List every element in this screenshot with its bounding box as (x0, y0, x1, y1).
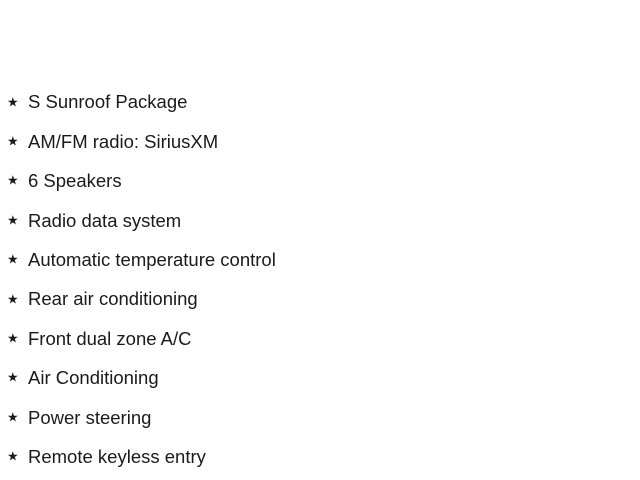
features-list: ★ S Sunroof Package ★ AM/FM radio: Siriu… (0, 83, 640, 477)
feature-label: Radio data system (28, 209, 182, 231)
list-item: ★ Remote keyless entry (0, 438, 640, 477)
feature-label: Remote keyless entry (28, 445, 206, 467)
star-icon: ★ (7, 291, 19, 307)
list-item: ★ AM/FM radio: SiriusXM (0, 122, 640, 161)
list-item: ★ Radio data system (0, 201, 640, 240)
list-item: ★ Power steering (0, 398, 640, 437)
feature-label: 6 Speakers (28, 170, 122, 192)
list-item: ★ S Sunroof Package (0, 83, 640, 122)
star-icon: ★ (7, 330, 19, 346)
list-item: ★ Rear air conditioning (0, 280, 640, 319)
star-icon: ★ (7, 172, 19, 188)
list-item: ★ Front dual zone A/C (0, 319, 640, 358)
feature-label: Power steering (28, 406, 152, 428)
list-item: ★ 6 Speakers (0, 162, 640, 201)
star-icon: ★ (7, 94, 19, 110)
feature-label: S Sunroof Package (28, 91, 188, 113)
feature-label: AM/FM radio: SiriusXM (28, 130, 219, 152)
star-icon: ★ (7, 369, 19, 385)
list-item: ★ Air Conditioning (0, 359, 640, 398)
feature-label: Air Conditioning (28, 367, 159, 389)
feature-label: Front dual zone A/C (28, 327, 192, 349)
list-item: ★ Automatic temperature control (0, 241, 640, 280)
star-icon: ★ (7, 212, 19, 228)
feature-label: Automatic temperature control (28, 249, 276, 270)
star-icon: ★ (7, 448, 19, 464)
feature-label: Rear air conditioning (28, 288, 198, 310)
star-icon: ★ (7, 251, 19, 267)
star-icon: ★ (7, 409, 19, 425)
star-icon: ★ (7, 133, 19, 149)
